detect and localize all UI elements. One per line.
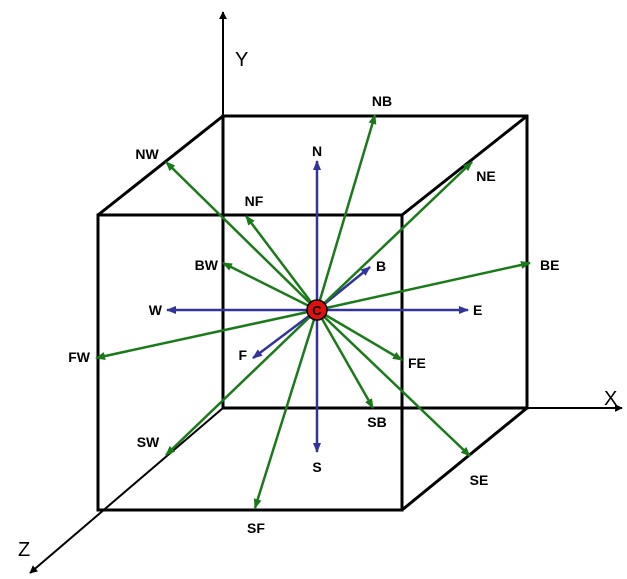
label-se: SE	[470, 472, 489, 488]
arrow-nb	[315, 114, 377, 311]
axis-labels: Y X Z	[18, 49, 617, 561]
label-sb: SB	[367, 414, 386, 430]
cube-edge-top-right	[401, 114, 528, 217]
label-n: N	[312, 143, 322, 159]
center-node: C	[306, 299, 328, 321]
z-axis-label: Z	[18, 539, 30, 561]
cube-edge-top-left	[97, 114, 224, 217]
label-nb: NB	[372, 93, 392, 109]
label-be: BE	[540, 257, 559, 273]
z-axis	[29, 407, 224, 574]
label-bw: BW	[195, 257, 219, 273]
arrow-nw	[165, 161, 318, 311]
label-s: S	[312, 459, 321, 475]
y-axis-label: Y	[235, 49, 248, 71]
label-f: F	[238, 347, 247, 363]
arrow-se	[316, 309, 471, 457]
x-axis-label: X	[604, 388, 617, 410]
arrow-f	[252, 309, 318, 359]
center-label: C	[312, 303, 322, 318]
arrow-ne	[316, 161, 473, 311]
label-ne: NE	[476, 168, 495, 184]
label-b: B	[376, 258, 386, 274]
label-sw: SW	[137, 434, 160, 450]
label-fw: FW	[68, 349, 91, 365]
center-circle	[306, 299, 328, 321]
label-w: W	[149, 302, 163, 318]
arrow-fe	[316, 308, 403, 362]
arrow-bw	[222, 261, 318, 312]
axes	[29, 11, 623, 574]
label-fe: FE	[408, 355, 426, 371]
label-e: E	[473, 302, 482, 318]
arrow-fw	[95, 308, 318, 360]
cube-front-face	[96, 213, 404, 512]
direction-labels: N S E W F B NB NW NE NF BW BE FW FE SW S…	[68, 93, 559, 536]
arrow-nf	[245, 215, 318, 311]
label-sf: SF	[247, 520, 265, 536]
arrow-sb	[315, 309, 375, 409]
arrow-be	[316, 261, 531, 312]
diagonal-direction-arrows	[95, 114, 531, 509]
arrow-sw	[165, 309, 318, 456]
cube-edge-bottom-right	[401, 406, 528, 512]
label-nf: NF	[245, 193, 264, 209]
arrow-sf	[253, 309, 319, 509]
label-nw: NW	[135, 146, 159, 162]
